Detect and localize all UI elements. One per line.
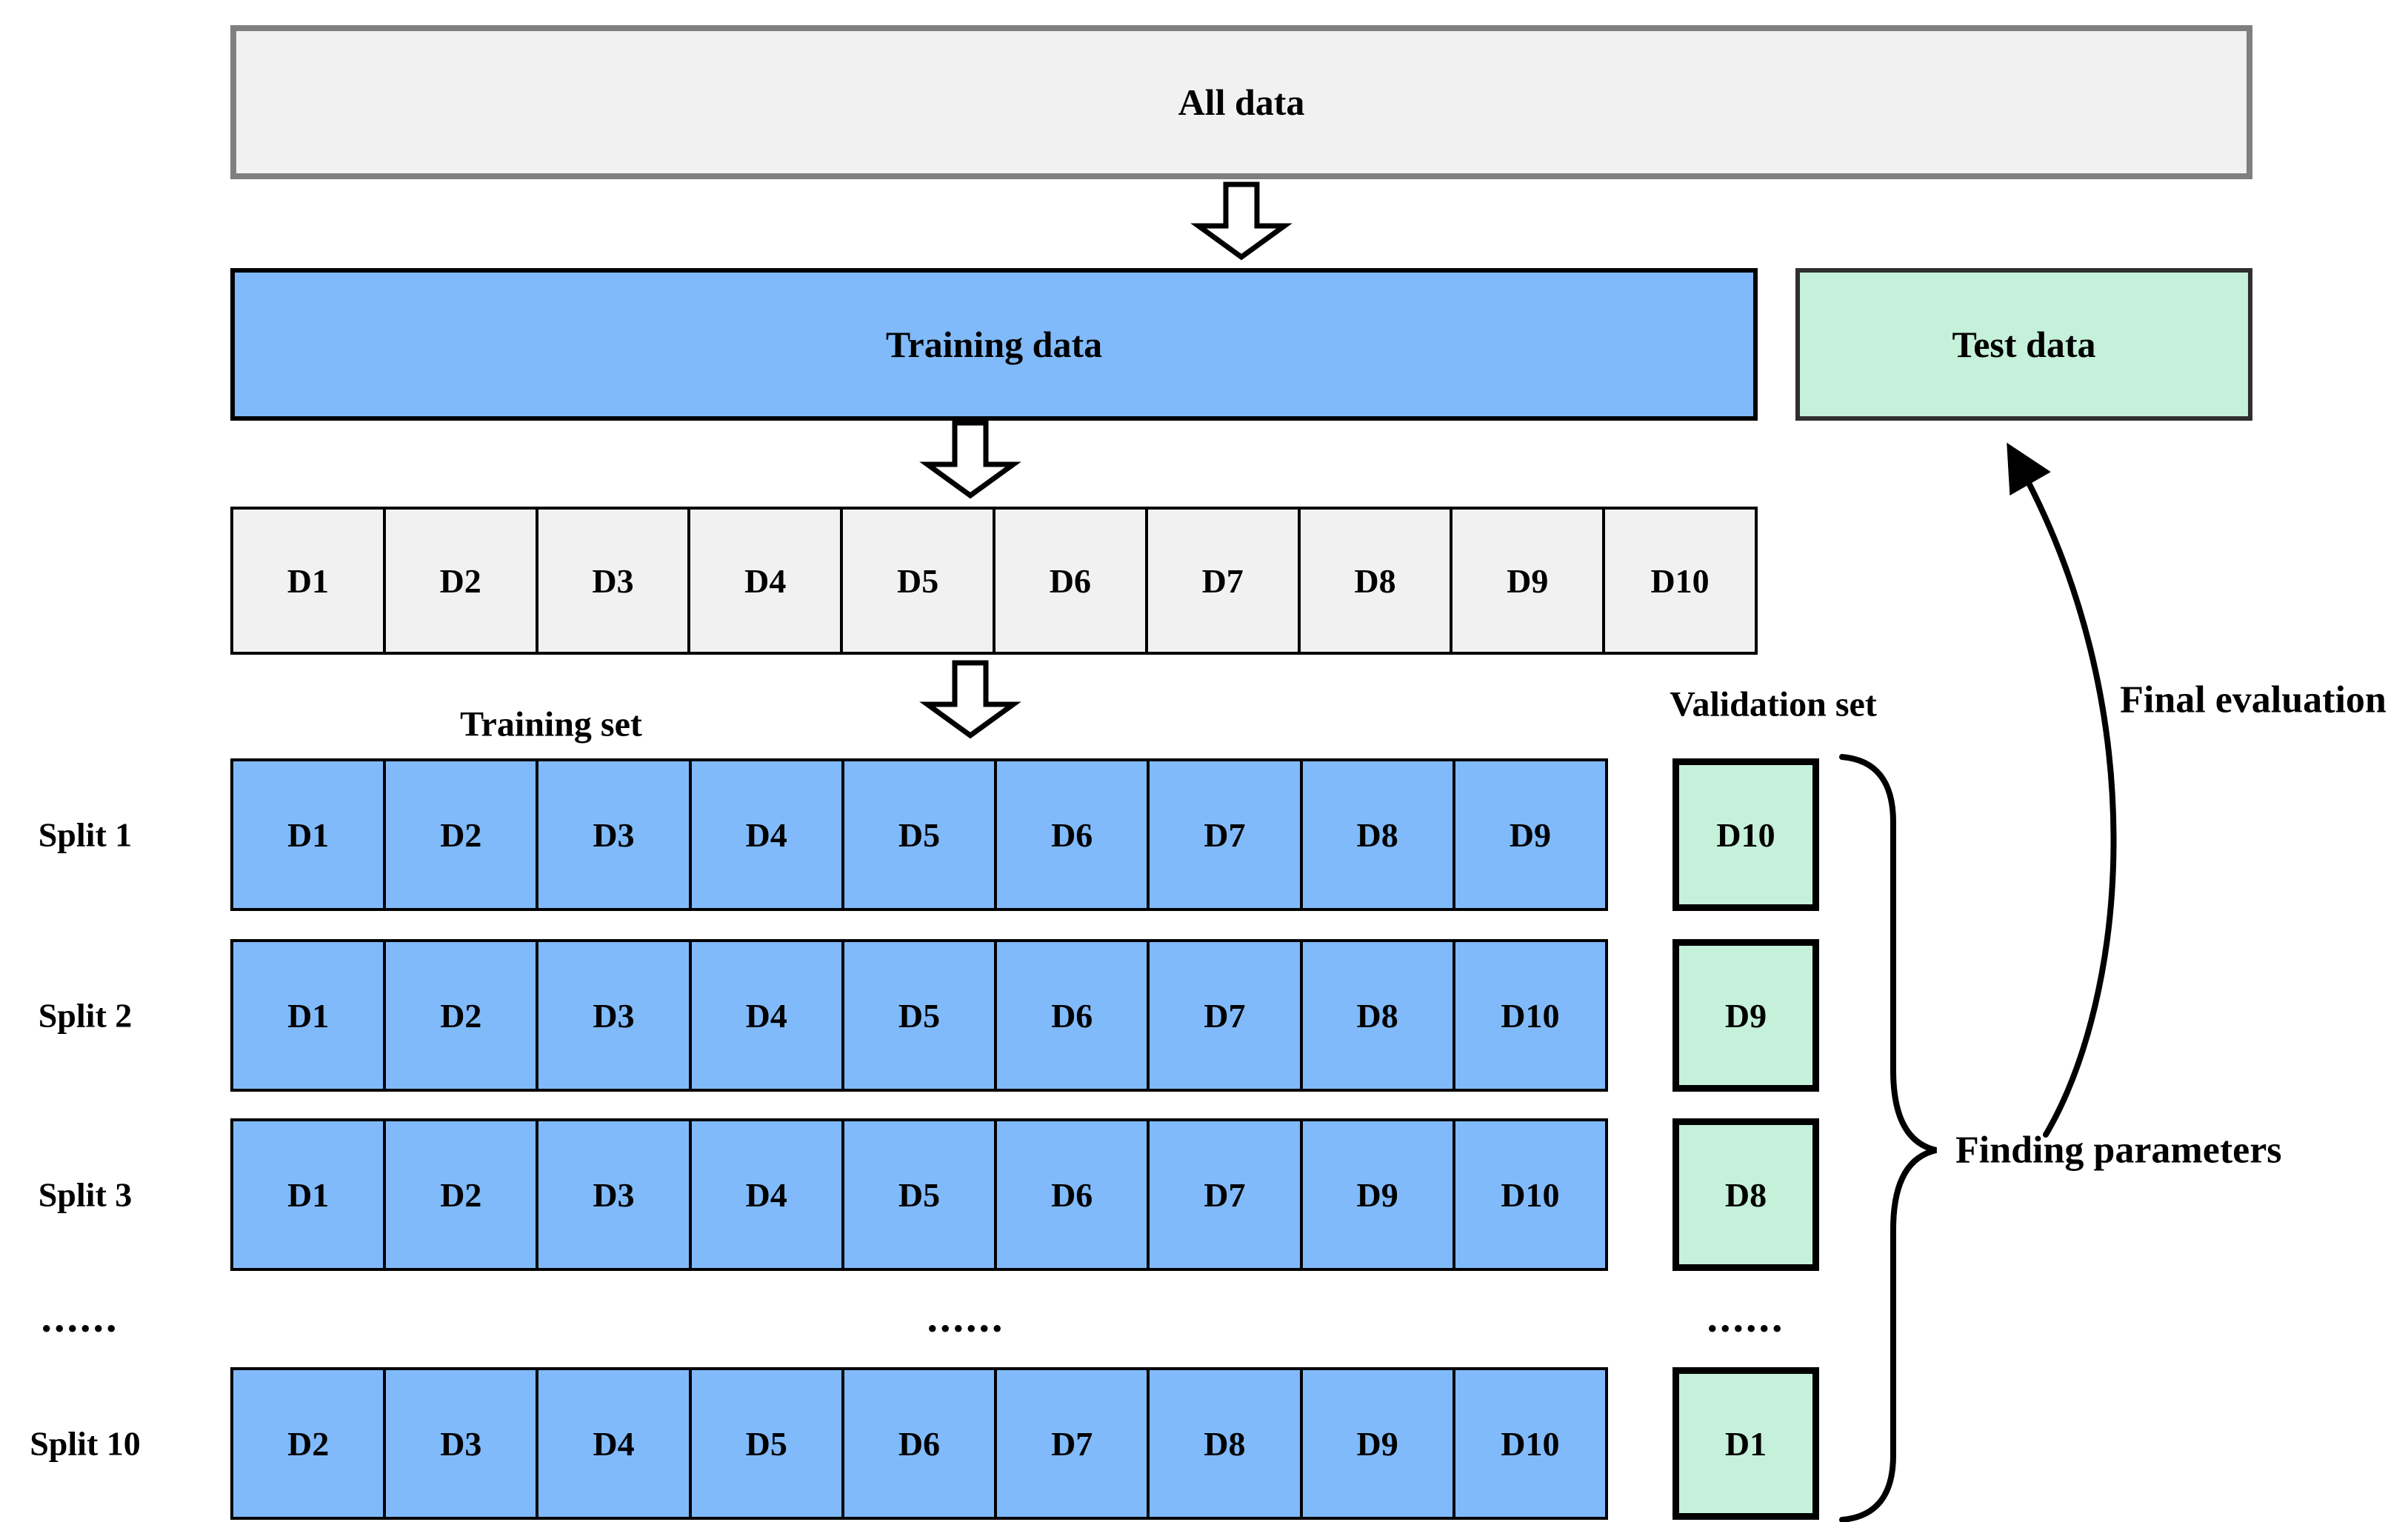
split-3-train-row: D1 D2 D3 D4 D5 D6 D7 D9 D10 — [230, 1118, 1608, 1271]
split-10-train-row: D2 D3 D4 D5 D6 D7 D8 D9 D10 — [230, 1367, 1608, 1520]
validation-cell-label: D1 — [1724, 1424, 1767, 1463]
validation-cell-label: D9 — [1724, 996, 1767, 1035]
fold-cell: D7 — [1144, 507, 1301, 655]
train-cell: D9 — [1299, 1367, 1455, 1520]
split-1-label: Split 1 — [38, 815, 133, 854]
validation-cell-label: D8 — [1724, 1175, 1767, 1214]
fold-cell: D4 — [687, 507, 844, 655]
train-cell: D8 — [1299, 939, 1455, 1092]
train-cell: D8 — [1299, 758, 1455, 911]
final-evaluation-label: Final evaluation — [2120, 678, 2387, 721]
split-2-train-row: D1 D2 D3 D4 D5 D6 D7 D8 D10 — [230, 939, 1608, 1092]
train-cell: D10 — [1452, 1118, 1608, 1271]
split-1-validation-box: D10 — [1672, 758, 1819, 911]
train-cell: D4 — [536, 1367, 692, 1520]
train-cell: D5 — [841, 758, 998, 911]
fold-cell: D9 — [1450, 507, 1606, 655]
test-data-box: Test data — [1795, 268, 2252, 421]
fold-cell: D1 — [230, 507, 386, 655]
fold-cell: D10 — [1602, 507, 1758, 655]
train-cell: D1 — [230, 939, 387, 1092]
train-cell: D1 — [230, 1118, 387, 1271]
train-cell: D2 — [383, 1118, 539, 1271]
train-cell: D7 — [1147, 939, 1303, 1092]
train-cell: D8 — [1147, 1367, 1303, 1520]
split-3-validation-box: D8 — [1672, 1118, 1819, 1271]
split-2-validation-box: D9 — [1672, 939, 1819, 1092]
curly-brace — [1839, 754, 1938, 1522]
training-set-label: Training set — [460, 704, 642, 744]
final-evaluation-arrow — [2007, 442, 2117, 1138]
fold-cell: D2 — [382, 507, 538, 655]
train-cell: D6 — [841, 1367, 998, 1520]
train-cell: D6 — [994, 1118, 1150, 1271]
train-cell: D7 — [1147, 758, 1303, 911]
fold-cell: D3 — [535, 507, 691, 655]
train-cell: D2 — [230, 1367, 387, 1520]
train-cell: D4 — [688, 758, 844, 911]
train-cell: D5 — [688, 1367, 844, 1520]
ellipsis-splits: ...... — [41, 1292, 119, 1341]
fold-cell: D5 — [840, 507, 995, 655]
train-cell: D2 — [383, 939, 539, 1092]
train-cell: D3 — [383, 1367, 539, 1520]
train-cell: D6 — [994, 758, 1150, 911]
train-cell: D3 — [536, 758, 692, 911]
train-cell: D7 — [994, 1367, 1150, 1520]
training-data-box: Training data — [230, 268, 1758, 421]
ellipsis-training: ...... — [927, 1292, 1005, 1341]
down-arrow-icon — [919, 660, 1021, 739]
train-cell: D2 — [383, 758, 539, 911]
training-data-label: Training data — [885, 324, 1103, 365]
finding-parameters-label: Finding parameters — [1955, 1129, 2282, 1172]
ellipsis-validation: ...... — [1707, 1292, 1785, 1341]
train-cell: D4 — [688, 939, 844, 1092]
fold-cell: D6 — [992, 507, 1148, 655]
split-1-train-row: D1 D2 D3 D4 D5 D6 D7 D8 D9 — [230, 758, 1608, 911]
train-cell: D3 — [536, 939, 692, 1092]
validation-set-label: Validation set — [1670, 684, 1877, 724]
train-cell: D9 — [1452, 758, 1608, 911]
all-data-label: All data — [1178, 81, 1305, 123]
train-cell: D10 — [1452, 939, 1608, 1092]
train-cell: D3 — [536, 1118, 692, 1271]
down-arrow-icon — [919, 420, 1021, 499]
split-10-validation-box: D1 — [1672, 1367, 1819, 1520]
split-10-label: Split 10 — [30, 1424, 141, 1463]
train-cell: D7 — [1147, 1118, 1303, 1271]
train-cell: D5 — [841, 939, 998, 1092]
all-data-box: All data — [230, 25, 2252, 179]
train-cell: D5 — [841, 1118, 998, 1271]
down-arrow-icon — [1190, 181, 1293, 261]
validation-cell-label: D10 — [1716, 815, 1775, 854]
split-3-label: Split 3 — [38, 1175, 133, 1214]
split-2-label: Split 2 — [38, 996, 133, 1035]
train-cell: D6 — [994, 939, 1150, 1092]
train-cell: D1 — [230, 758, 387, 911]
train-cell: D10 — [1452, 1367, 1608, 1520]
test-data-label: Test data — [1952, 324, 2096, 365]
train-cell: D4 — [688, 1118, 844, 1271]
fold-cell: D8 — [1297, 507, 1453, 655]
folds-row: D1 D2 D3 D4 D5 D6 D7 D8 D9 D10 — [230, 507, 1758, 655]
train-cell: D9 — [1299, 1118, 1455, 1271]
